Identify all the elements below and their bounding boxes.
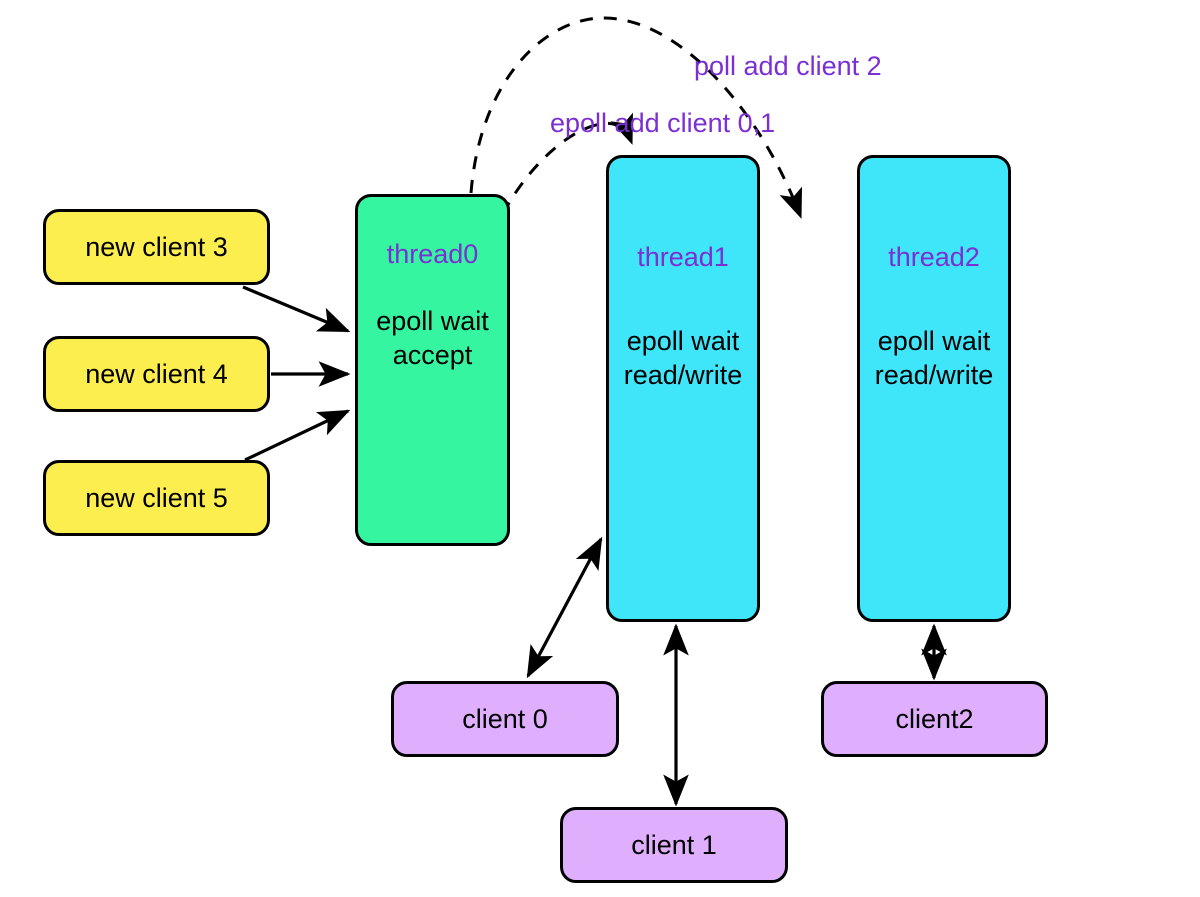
node-thread1-title: thread1 [637,242,729,272]
node-new-client-5[interactable]: new client 5 [43,460,270,536]
node-thread0[interactable]: thread0 epoll wait accept [355,194,510,546]
node-thread0-body: epoll wait accept [376,306,489,370]
edge-label-poll-add-client-2: poll add client 2 [694,51,882,81]
edge-label-epoll-add-client-01: epoll add client 0,1 [550,108,776,138]
node-client-2-label: client2 [895,704,974,734]
node-new-client-3[interactable]: new client 3 [43,209,270,285]
node-new-client-3-label: new client 3 [85,232,228,262]
node-thread2[interactable]: thread2 epoll wait read/write [857,155,1011,622]
edge-new-client-5-to-thread0 [244,409,351,462]
node-client-1[interactable]: client 1 [560,807,788,883]
node-thread1[interactable]: thread1 epoll wait read/write [606,155,760,622]
node-new-client-4[interactable]: new client 4 [43,336,270,412]
node-new-client-5-label: new client 5 [85,483,228,513]
edge-new-client-3-to-thread0 [242,285,351,333]
node-new-client-4-label: new client 4 [85,359,228,389]
node-client-0-label: client 0 [462,704,548,734]
edge-thread1-to-client-0 [526,536,603,679]
node-thread0-title: thread0 [386,239,479,269]
node-client-2[interactable]: client2 [821,681,1048,757]
node-thread2-title: thread2 [888,242,980,272]
node-thread1-body: epoll wait read/write [623,326,743,390]
node-thread2-body: epoll wait read/write [874,326,994,390]
node-client-1-label: client 1 [631,830,717,860]
node-client-0[interactable]: client 0 [391,681,619,757]
